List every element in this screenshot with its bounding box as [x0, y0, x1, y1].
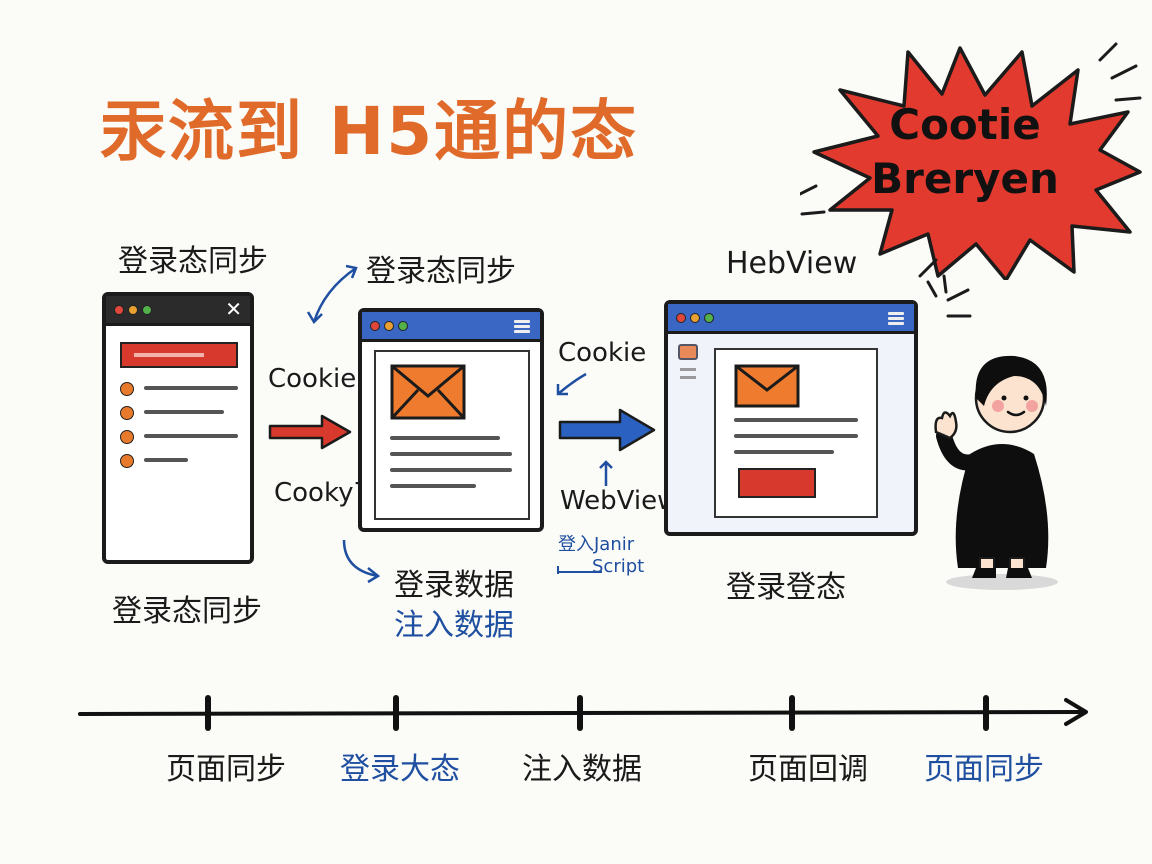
timeline-label: 页面同步: [166, 752, 286, 787]
timeline-label: 页面同步: [924, 752, 1044, 787]
accent-strokes: [926, 274, 972, 318]
burst-line-2: Breryen: [871, 154, 1059, 203]
label-cookie-left: Cookie: [268, 364, 357, 394]
label-webview-right: WebView: [560, 486, 679, 516]
close-icon: ✕: [225, 297, 242, 321]
timeline-label: 注入数据: [522, 752, 642, 787]
browser-window-3: [664, 300, 918, 536]
curved-arrow-icon: [306, 264, 358, 325]
underline-stroke: [557, 566, 602, 574]
person-waving-icon: [934, 355, 1058, 590]
label-sync-top-left: 登录态同步: [118, 244, 268, 279]
window-2-titlebar: [362, 312, 540, 342]
arrow-right-icon: [558, 408, 656, 452]
browser-window-2: [358, 308, 544, 532]
mail-envelope-icon: [390, 364, 466, 420]
browser-window-1: ✕: [102, 292, 254, 564]
label-cookie-right: Cookie: [558, 338, 647, 368]
mail-envelope-icon: [734, 364, 800, 408]
window-1-titlebar: ✕: [106, 296, 250, 326]
content-panel-3: [714, 348, 878, 518]
timeline-label: 页面回调: [748, 752, 868, 787]
label-webview-top: HebView: [726, 246, 858, 281]
burst-label: Cootie Breryen: [860, 98, 1070, 206]
label-sync-top-mid: 登录态同步: [366, 254, 516, 289]
inject-js-line-2: Script: [592, 556, 645, 577]
label-cooky-left: Cooky7: [274, 478, 371, 508]
window-3-titlebar: [668, 304, 914, 334]
up-arrow-icon: [599, 460, 613, 486]
burst-line-1: Cootie: [889, 100, 1041, 149]
diagram-title: 汞流到 H5通的态: [100, 93, 639, 170]
avatar-thumb-icon: [678, 344, 698, 360]
label-login-state: 登录登态: [726, 570, 846, 605]
inject-js-line-1: 登入Janir: [558, 534, 635, 555]
red-action-block: [738, 468, 816, 498]
timeline-label: 登录大态: [340, 752, 460, 787]
arrow-right-icon: [268, 414, 352, 450]
timeline-axis: [78, 695, 1088, 731]
starburst-icon: [800, 42, 1142, 280]
label-sync-bottom-left: 登录态同步: [112, 594, 262, 629]
red-banner: [120, 342, 238, 368]
curved-arrow-icon: [556, 372, 587, 396]
label-login-data: 登录数据: [394, 568, 514, 603]
curved-arrow-icon: [342, 539, 381, 584]
label-inject-data: 注入数据: [394, 608, 514, 643]
label-inject-js: 登入Janir Script: [558, 534, 644, 578]
content-panel-2: [374, 350, 530, 520]
